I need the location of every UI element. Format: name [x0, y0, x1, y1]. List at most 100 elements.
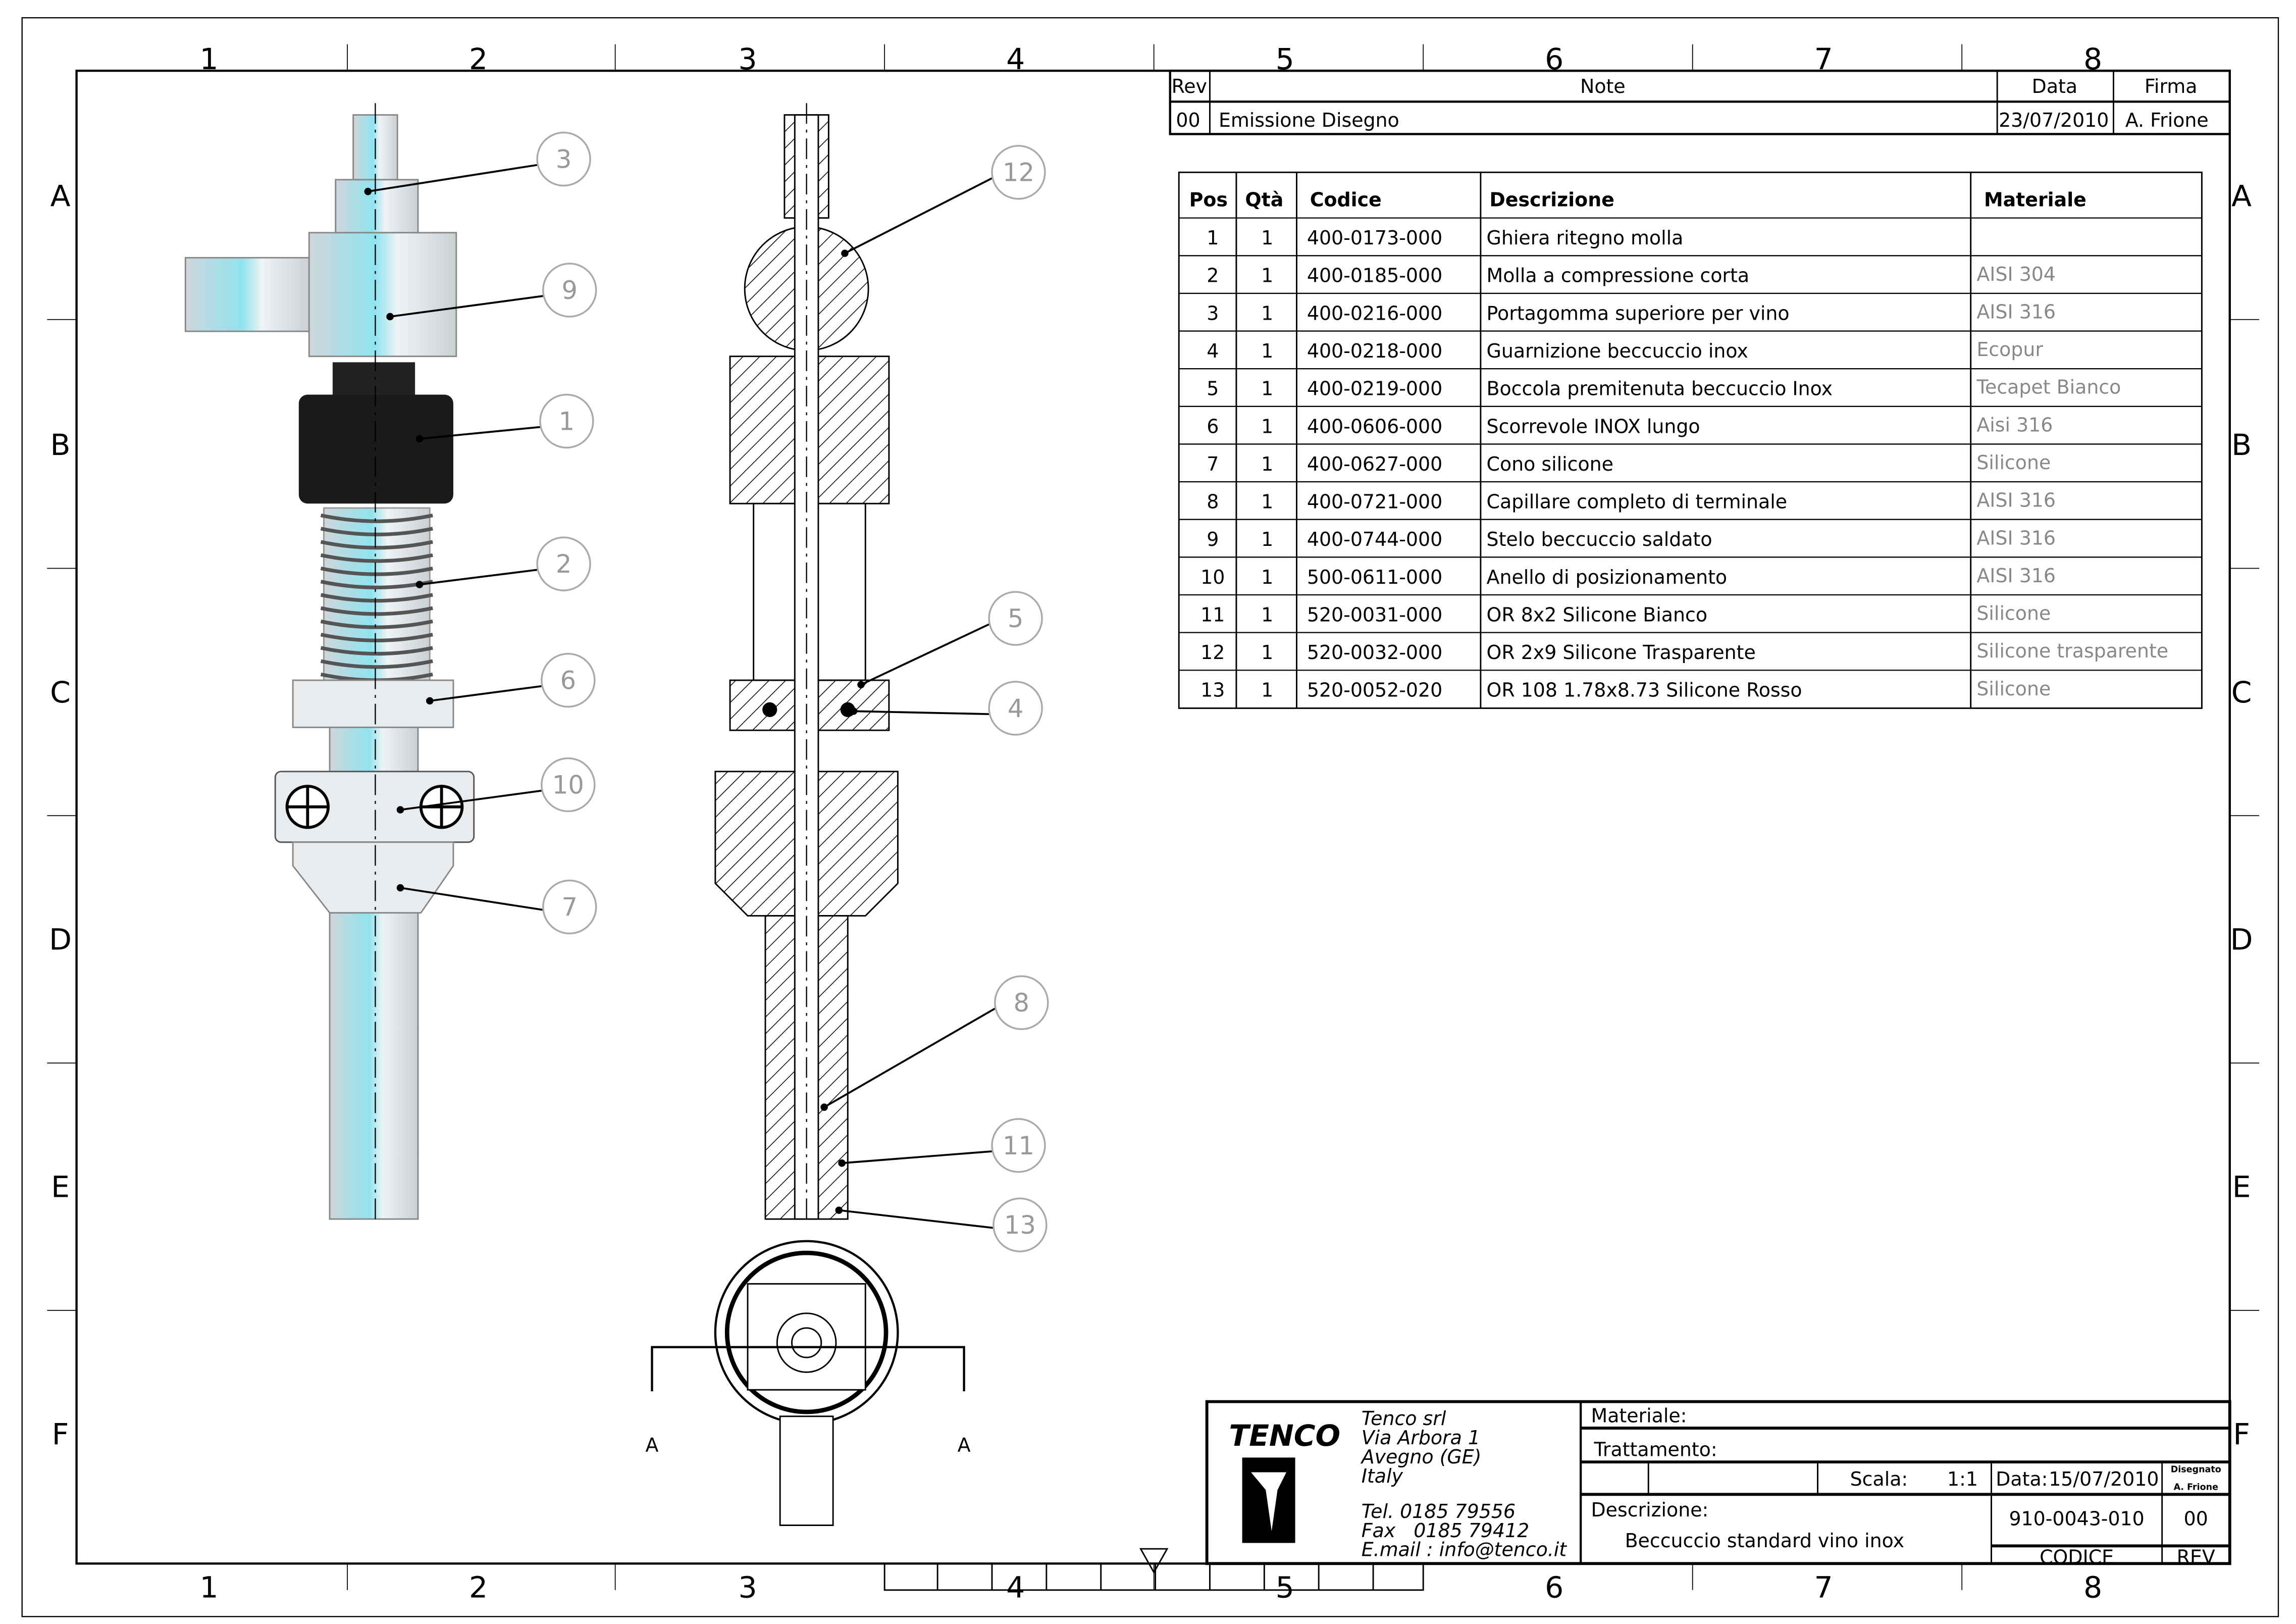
- bom-materiale: AISI 316: [1976, 565, 2056, 587]
- callout-number: 10: [552, 771, 584, 800]
- callout-balloon: 6: [426, 652, 596, 708]
- callout-number: 7: [561, 893, 578, 922]
- bom-descrizione: Portagomma superiore per vino: [1487, 302, 1790, 324]
- bottom-view: A A: [646, 1240, 971, 1526]
- part-tube: [329, 912, 419, 1220]
- callout-balloon: 3: [364, 131, 591, 195]
- bom-qta: 1: [1261, 491, 1273, 513]
- part-stem-body: [308, 232, 457, 358]
- bom-codice: 400-0216-000: [1307, 302, 1442, 324]
- outer-border: [21, 17, 2279, 1617]
- bom-codice: 400-0744-000: [1307, 528, 1442, 550]
- bom-codice: 520-0031-000: [1307, 603, 1442, 626]
- company-country: Italy: [1362, 1465, 1403, 1487]
- title-block: TENCO Tenco srl Via Arbora 1 Avegno (GE)…: [1205, 1400, 2231, 1568]
- bom-pos: 12: [1201, 641, 1225, 664]
- bom-descrizione: Ghiera ritegno molla: [1487, 227, 1684, 249]
- bom-qta: 1: [1261, 340, 1273, 362]
- bom-materiale: Ecopur: [1976, 338, 2043, 361]
- trattamento-label: Trattamento:: [1593, 1438, 1717, 1460]
- bom-pos: 11: [1201, 603, 1225, 626]
- bom-materiale: Silicone: [1976, 451, 2051, 474]
- zone-row-right: F: [2233, 1417, 2250, 1451]
- tenco-logo-text: TENCO: [1229, 1418, 1340, 1453]
- codice-label: CODICE: [2040, 1546, 2114, 1568]
- bom-pos: 6: [1207, 415, 1219, 437]
- bom-materiale: Silicone: [1976, 602, 2051, 625]
- bom-pos: 2: [1207, 265, 1219, 287]
- revision-table: Rev Note Data Firma 00 Emissione Disegno…: [1169, 69, 2231, 135]
- bom-descrizione: Molla a compressione corta: [1487, 265, 1750, 287]
- part-silicone-cone: [292, 841, 454, 914]
- firma-header: Firma: [2145, 75, 2198, 97]
- bom-codice: 400-0185-000: [1307, 265, 1442, 287]
- codice-value: 910-0043-010: [2009, 1508, 2144, 1530]
- bom-qta: 1: [1261, 603, 1273, 626]
- rev-value: 00: [1176, 109, 1200, 131]
- firma-value: A. Frione: [2125, 109, 2209, 131]
- bom-pos: 3: [1207, 302, 1219, 324]
- part-hose-barb-side: [184, 257, 313, 332]
- note-value: Emissione Disegno: [1219, 109, 1399, 131]
- company-street: Via Arbora 1: [1362, 1427, 1480, 1449]
- bom-qta: 1: [1261, 679, 1273, 701]
- callout-balloon: 5: [857, 591, 1043, 689]
- data-value: 15/07/2010: [2049, 1468, 2159, 1490]
- bom-descrizione: OR 8x2 Silicone Bianco: [1487, 603, 1707, 626]
- bom-descrizione: OR 108 1.78x8.73 Silicone Rosso: [1487, 679, 1802, 701]
- section-label-left: A: [646, 1434, 659, 1456]
- zone-row-left: D: [49, 923, 72, 957]
- bom-pos: 7: [1207, 453, 1219, 475]
- projection-symbol-icon: [1139, 1548, 1169, 1574]
- zone-row-left: C: [50, 675, 71, 709]
- bom-qta: 1: [1261, 453, 1273, 475]
- callout-number: 2: [556, 549, 572, 579]
- callout-balloon: 10: [396, 757, 596, 814]
- bom-descrizione: Boccola premitenuta beccuccio Inox: [1487, 378, 1833, 400]
- zone-row-right: A: [2231, 179, 2252, 213]
- bom-pos: 1: [1207, 227, 1219, 249]
- bom-descrizione: Anello di posizionamento: [1487, 566, 1728, 588]
- zone-row-left: F: [52, 1417, 69, 1451]
- bom-qta: 1: [1261, 378, 1273, 400]
- descrizione-label: Descrizione:: [1591, 1499, 1709, 1521]
- bom-codice: 500-0611-000: [1307, 566, 1442, 588]
- bom-descrizione: Guarnizione beccuccio inox: [1487, 340, 1748, 362]
- zone-row-left: E: [51, 1170, 70, 1204]
- bom-pos: 9: [1207, 528, 1219, 550]
- bom-qta: 1: [1261, 265, 1273, 287]
- callout-balloon: 13: [835, 1197, 1048, 1252]
- callout-balloon: 8: [820, 975, 1049, 1111]
- bom-materiale: AISI 316: [1976, 489, 2056, 512]
- zone-column-top: 3: [738, 42, 757, 76]
- zone-column-top: 2: [469, 42, 488, 76]
- bom-descrizione: Cono silicone: [1487, 453, 1613, 475]
- section-label-right: A: [958, 1434, 971, 1456]
- rev-label: REV: [2177, 1546, 2215, 1568]
- callout-number: 12: [1003, 158, 1034, 187]
- bom-codice: 400-0606-000: [1307, 415, 1442, 437]
- callout-balloon: 4: [850, 681, 1043, 736]
- bom-materiale: Silicone trasparente: [1976, 640, 2168, 662]
- bom-qta: 1: [1261, 415, 1273, 437]
- callout-number: 8: [1014, 988, 1030, 1018]
- zone-row-right: C: [2231, 675, 2252, 709]
- zone-row-right: E: [2232, 1170, 2251, 1204]
- part-ring-nut: [298, 394, 453, 504]
- bom-codice: 400-0173-000: [1307, 227, 1442, 249]
- bom-header-descrizione: Descrizione: [1489, 188, 1614, 211]
- bom-header-codice: Codice: [1310, 188, 1382, 211]
- zone-column-bottom: 2: [469, 1570, 488, 1604]
- scala-label: Scala:: [1850, 1468, 1908, 1490]
- rev-value-title: 00: [2184, 1508, 2208, 1530]
- company-city: Avegno (GE): [1360, 1446, 1482, 1468]
- bom-descrizione: Stelo beccuccio saldato: [1487, 528, 1712, 550]
